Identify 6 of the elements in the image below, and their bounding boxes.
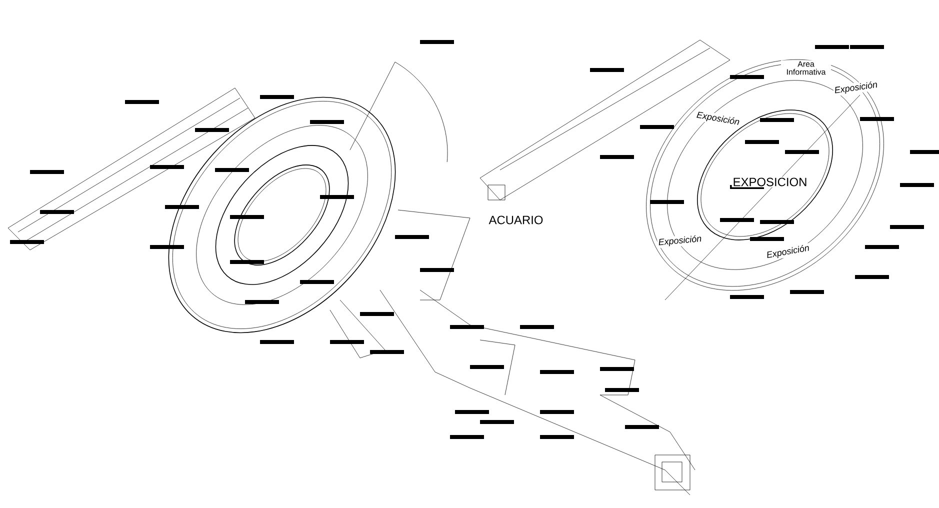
room-label: Exposición — [694, 110, 742, 128]
room-label: Exposición — [764, 242, 812, 262]
room-label: ACUARIO — [488, 214, 544, 226]
room-label: Exposición — [656, 234, 704, 248]
room-label: EXPOSICION — [732, 176, 808, 188]
room-label: Exposición — [832, 80, 880, 96]
